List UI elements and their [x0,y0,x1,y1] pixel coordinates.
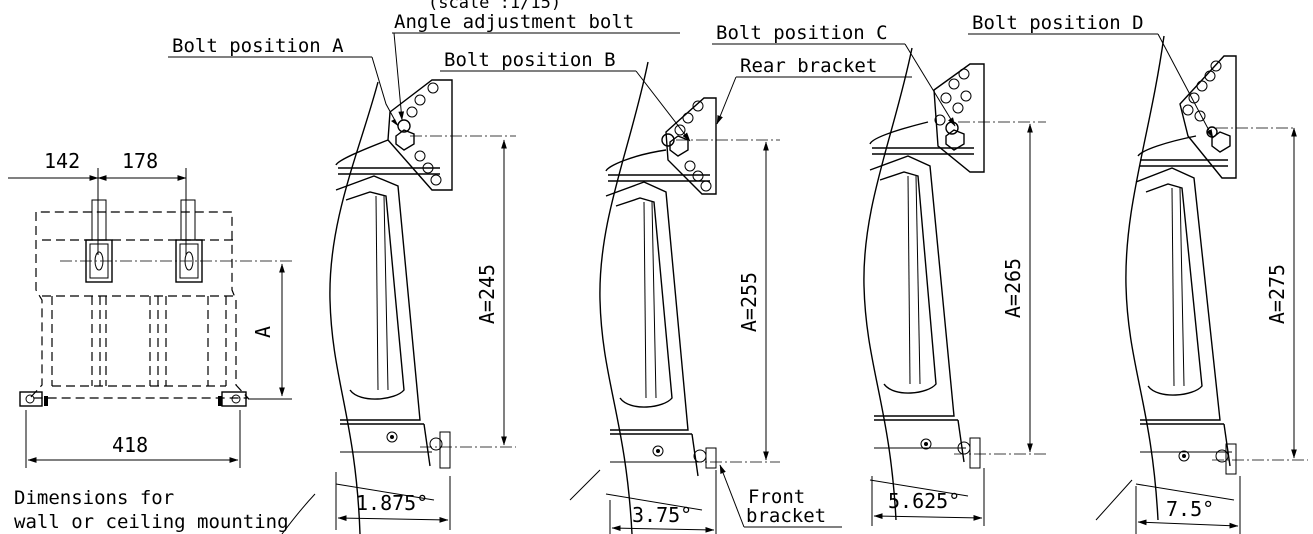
dim-142: 142 [44,149,80,173]
speaker-view-d: A=275 7.5° [1095,35,1308,534]
label-mounting-2: wall or ceiling mounting [14,511,289,533]
mounting-view: 142 178 A [8,149,292,468]
angle-d: 7.5° [1166,497,1214,521]
height-a: A=245 [475,264,499,324]
angle-a: 1.875° [356,491,428,515]
speaker-view-b: A=255 3.75° [569,61,780,534]
angle-b: 3.75° [632,503,692,527]
label-bolt-position-b: Bolt position B [444,49,616,71]
label-angle-adjustment-bolt: Angle adjustment bolt [394,11,634,33]
dim-A: A [251,326,275,338]
speaker-view-c: A=265 5.625° [863,47,1046,526]
label-front-bracket-2: bracket [746,505,826,527]
label-bolt-position-d: Bolt position D [972,12,1144,34]
label-bolt-position-c: Bolt position C [716,22,888,44]
label-mounting-1: Dimensions for [14,487,174,509]
height-c: A=265 [1001,258,1025,318]
angle-c: 5.625° [888,489,960,513]
scale-note: (scale :1/15) [428,0,561,13]
dim-178: 178 [122,149,158,173]
speaker-view-a: A=245 1.875° [329,79,516,534]
height-b: A=255 [737,272,761,332]
height-d: A=275 [1265,264,1289,324]
label-rear-bracket: Rear bracket [740,55,877,77]
label-front-bracket-1: Front [748,486,805,508]
label-bolt-position-a: Bolt position A [172,35,344,57]
dim-418: 418 [112,433,148,457]
